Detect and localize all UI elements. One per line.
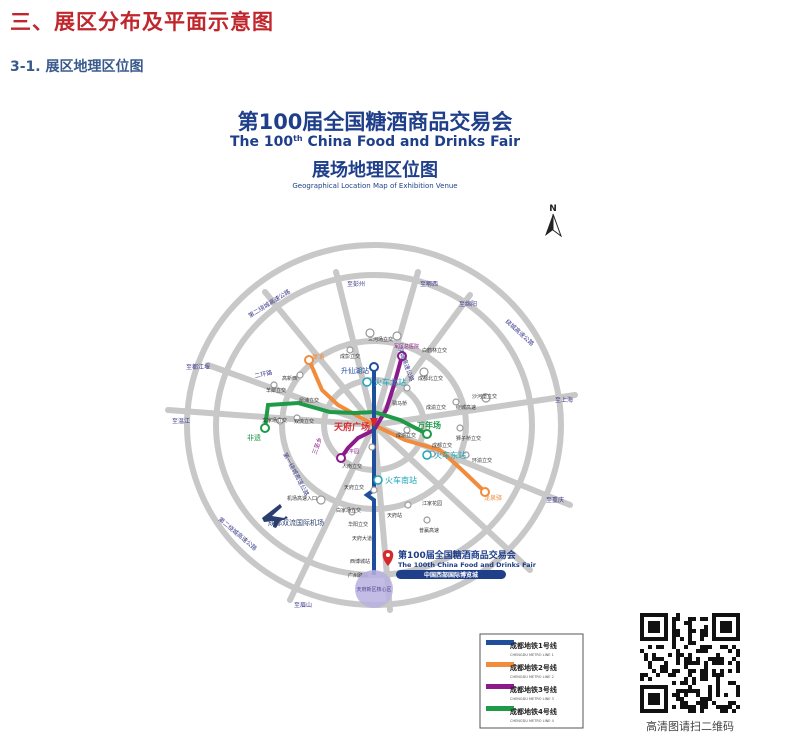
legend-item-1: 成都地铁1号线 CHENGDU METRO LINE 1 [486, 640, 557, 657]
location-pin-icon [382, 550, 394, 566]
place-label-8: 成渝立交 [426, 404, 446, 411]
place-label-1: 三河场立交 [368, 336, 393, 343]
legend-item-3: 成都地铁3号线 CHENGDU METRO LINE 3 [486, 684, 557, 701]
airport-icon [262, 504, 288, 528]
section-subtitle: 3-1. 展区地理区位图 [10, 59, 144, 75]
dir-meishan: 至眉山 [294, 601, 312, 609]
road-label-6: 二环路 [254, 368, 273, 380]
road-label-3: 第一绕城高速公路 [281, 451, 311, 497]
legend-label-en: CHENGDU METRO LINE 3 [510, 697, 554, 701]
place-label-34: 成渝立交 [396, 432, 416, 439]
place-label-11: 双流立交 [294, 418, 314, 425]
place-label-6: 沙河堡立交 [472, 393, 497, 400]
dir-shanghai: 至上海 [555, 396, 573, 404]
station-north: 火车北站 [362, 377, 406, 387]
label-xipu: 犀浦 [312, 353, 324, 361]
venue-banner-text: 中国西部国际博览城 [424, 571, 478, 579]
interchange-nodes [270, 328, 491, 524]
place-label-17: 机场高速入口 [287, 495, 317, 502]
place-label-22: 天府大道 [352, 535, 372, 542]
venue-banner [396, 570, 506, 579]
place-label-2: 成彭立交 [340, 353, 360, 360]
place-label-33: 驷马桥 [392, 400, 407, 407]
station-south: 火车南站 [373, 475, 417, 485]
metro-line-2 [307, 359, 487, 494]
station-center: 天府广场 [334, 418, 378, 433]
qr-code-icon [640, 613, 740, 713]
direction-labels: 至彭州 至郫西 至绵阳 至都江堰 至温江 至上海 至重庆 至眉山 [172, 280, 573, 609]
place-label-36: 环渝立交 [472, 457, 492, 464]
place-label-9: 文家场立交 [262, 417, 287, 424]
label-longquanyi: 龙泉驿 [484, 494, 502, 502]
place-label-18: 白家场立交 [336, 507, 361, 514]
legend-item-2: 成都地铁2号线 CHENGDU METRO LINE 2 [486, 662, 557, 679]
map-subtitle-en: Geographical Location Map of Exhibition … [292, 182, 457, 190]
metro-line-4 [263, 400, 428, 436]
station-center-label: 天府广场 [334, 421, 370, 433]
legend-item-4: 成都地铁4号线 CHENGDU METRO LINE 4 [486, 706, 557, 723]
label-feiyi: 非遗 [247, 433, 261, 442]
place-label-15: 天府立交 [344, 484, 364, 491]
venue-circle [355, 570, 393, 608]
legend-label-cn: 成都地铁3号线 [510, 685, 557, 694]
dir-pixi: 至郫西 [420, 280, 438, 288]
place-label-4: 成都北立交 [418, 375, 443, 382]
dir-mianyang: 至绵阳 [459, 300, 477, 308]
label-shengxianhu: 升仙湖站 [341, 366, 369, 375]
legend-label-en: CHENGDU METRO LINE 4 [510, 719, 555, 723]
place-label-7: 绕城高速 [456, 404, 476, 411]
place-label-5: 羊犀立交 [266, 387, 286, 394]
dir-wenjiang: 至温江 [172, 417, 190, 425]
place-label-23: 西博城站 [350, 558, 370, 565]
map-title-en-sup: th [293, 134, 303, 143]
dir-dujiangyan: 至都江堰 [186, 363, 210, 371]
station-north-label: 火车北站 [374, 377, 406, 387]
place-label-35: 高新西 [282, 375, 297, 382]
station-east: 火车东站 [422, 450, 466, 460]
map-title-en: The 100th China Food and Drinks Fair [230, 134, 520, 150]
dir-chongqing: 至重庆 [546, 496, 564, 504]
dir-pengzhou: 至彭州 [347, 280, 365, 288]
place-label-24: 广州路站 [348, 572, 368, 579]
station-east-label: 火车东站 [434, 450, 466, 460]
legend-label-cn: 成都地铁4号线 [510, 707, 557, 716]
venue-title-cn: 第100届全国糖酒商品交易会 [398, 549, 517, 561]
qr-caption: 高清图请扫二维码 [646, 720, 734, 733]
place-label-12: 狮子桥立交 [456, 435, 481, 442]
line-endpoints [260, 351, 490, 497]
place-label-20: 华阳立交 [348, 521, 368, 528]
legend-label-cn: 成都地铁2号线 [510, 663, 557, 672]
north-label: N [549, 204, 557, 214]
radial-roads [165, 269, 578, 613]
legend-label-en: CHENGDU METRO LINE 2 [510, 675, 554, 679]
map-subtitle-cn: 展场地理区位图 [312, 159, 438, 181]
place-label-10: 犀浦立交 [299, 397, 319, 404]
label-junqu: 军区总医院 [394, 343, 419, 350]
legend-label-en: CHENGDU METRO LINE 1 [510, 653, 554, 657]
map-title-en-post: China Food and Drinks Fair [303, 134, 520, 150]
place-label-21: 普赢高速 [419, 527, 439, 534]
north-arrow-icon: N [545, 204, 563, 238]
label-taipingyuan: 太平园 [344, 448, 359, 455]
section-title: 三、展区分布及平面示意图 [10, 10, 274, 34]
place-label-16: 江家花园 [422, 500, 442, 507]
place-label-13: 成都立交 [432, 442, 452, 449]
map-title-cn: 第100届全国糖酒商品交易会 [238, 110, 513, 134]
venue-title-en: The 100th China Food and Drinks Fair [398, 561, 537, 569]
airport-label: 成都双流国际机场 [268, 518, 324, 527]
map-title-en-pre: The 100 [230, 134, 293, 150]
place-label-29: 三圣乡 [310, 436, 324, 456]
label-wannianchang: 万年场 [416, 420, 441, 430]
place-label-14: 人南立交 [342, 463, 362, 470]
legend-label-cn: 成都地铁1号线 [510, 641, 557, 650]
venue-circle-label: 天府新区核心区 [356, 586, 391, 593]
station-south-label: 火车南站 [385, 475, 417, 485]
legend: 成都地铁1号线 CHENGDU METRO LINE 1 成都地铁2号线 CHE… [479, 633, 584, 729]
place-label-3: 白鹤林立交 [422, 347, 447, 354]
place-label-19: 天府站 [387, 512, 402, 519]
